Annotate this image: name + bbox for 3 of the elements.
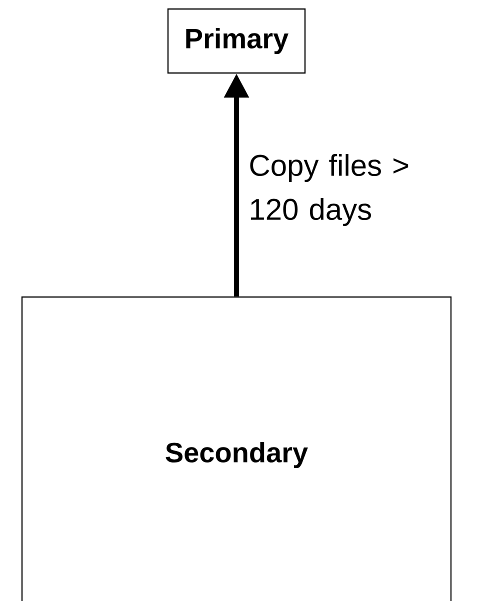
edge-label: Copy files > 120 days (250, 154, 408, 226)
process-box: Primary (167, 8, 306, 74)
process-box: Secondary (21, 296, 452, 601)
